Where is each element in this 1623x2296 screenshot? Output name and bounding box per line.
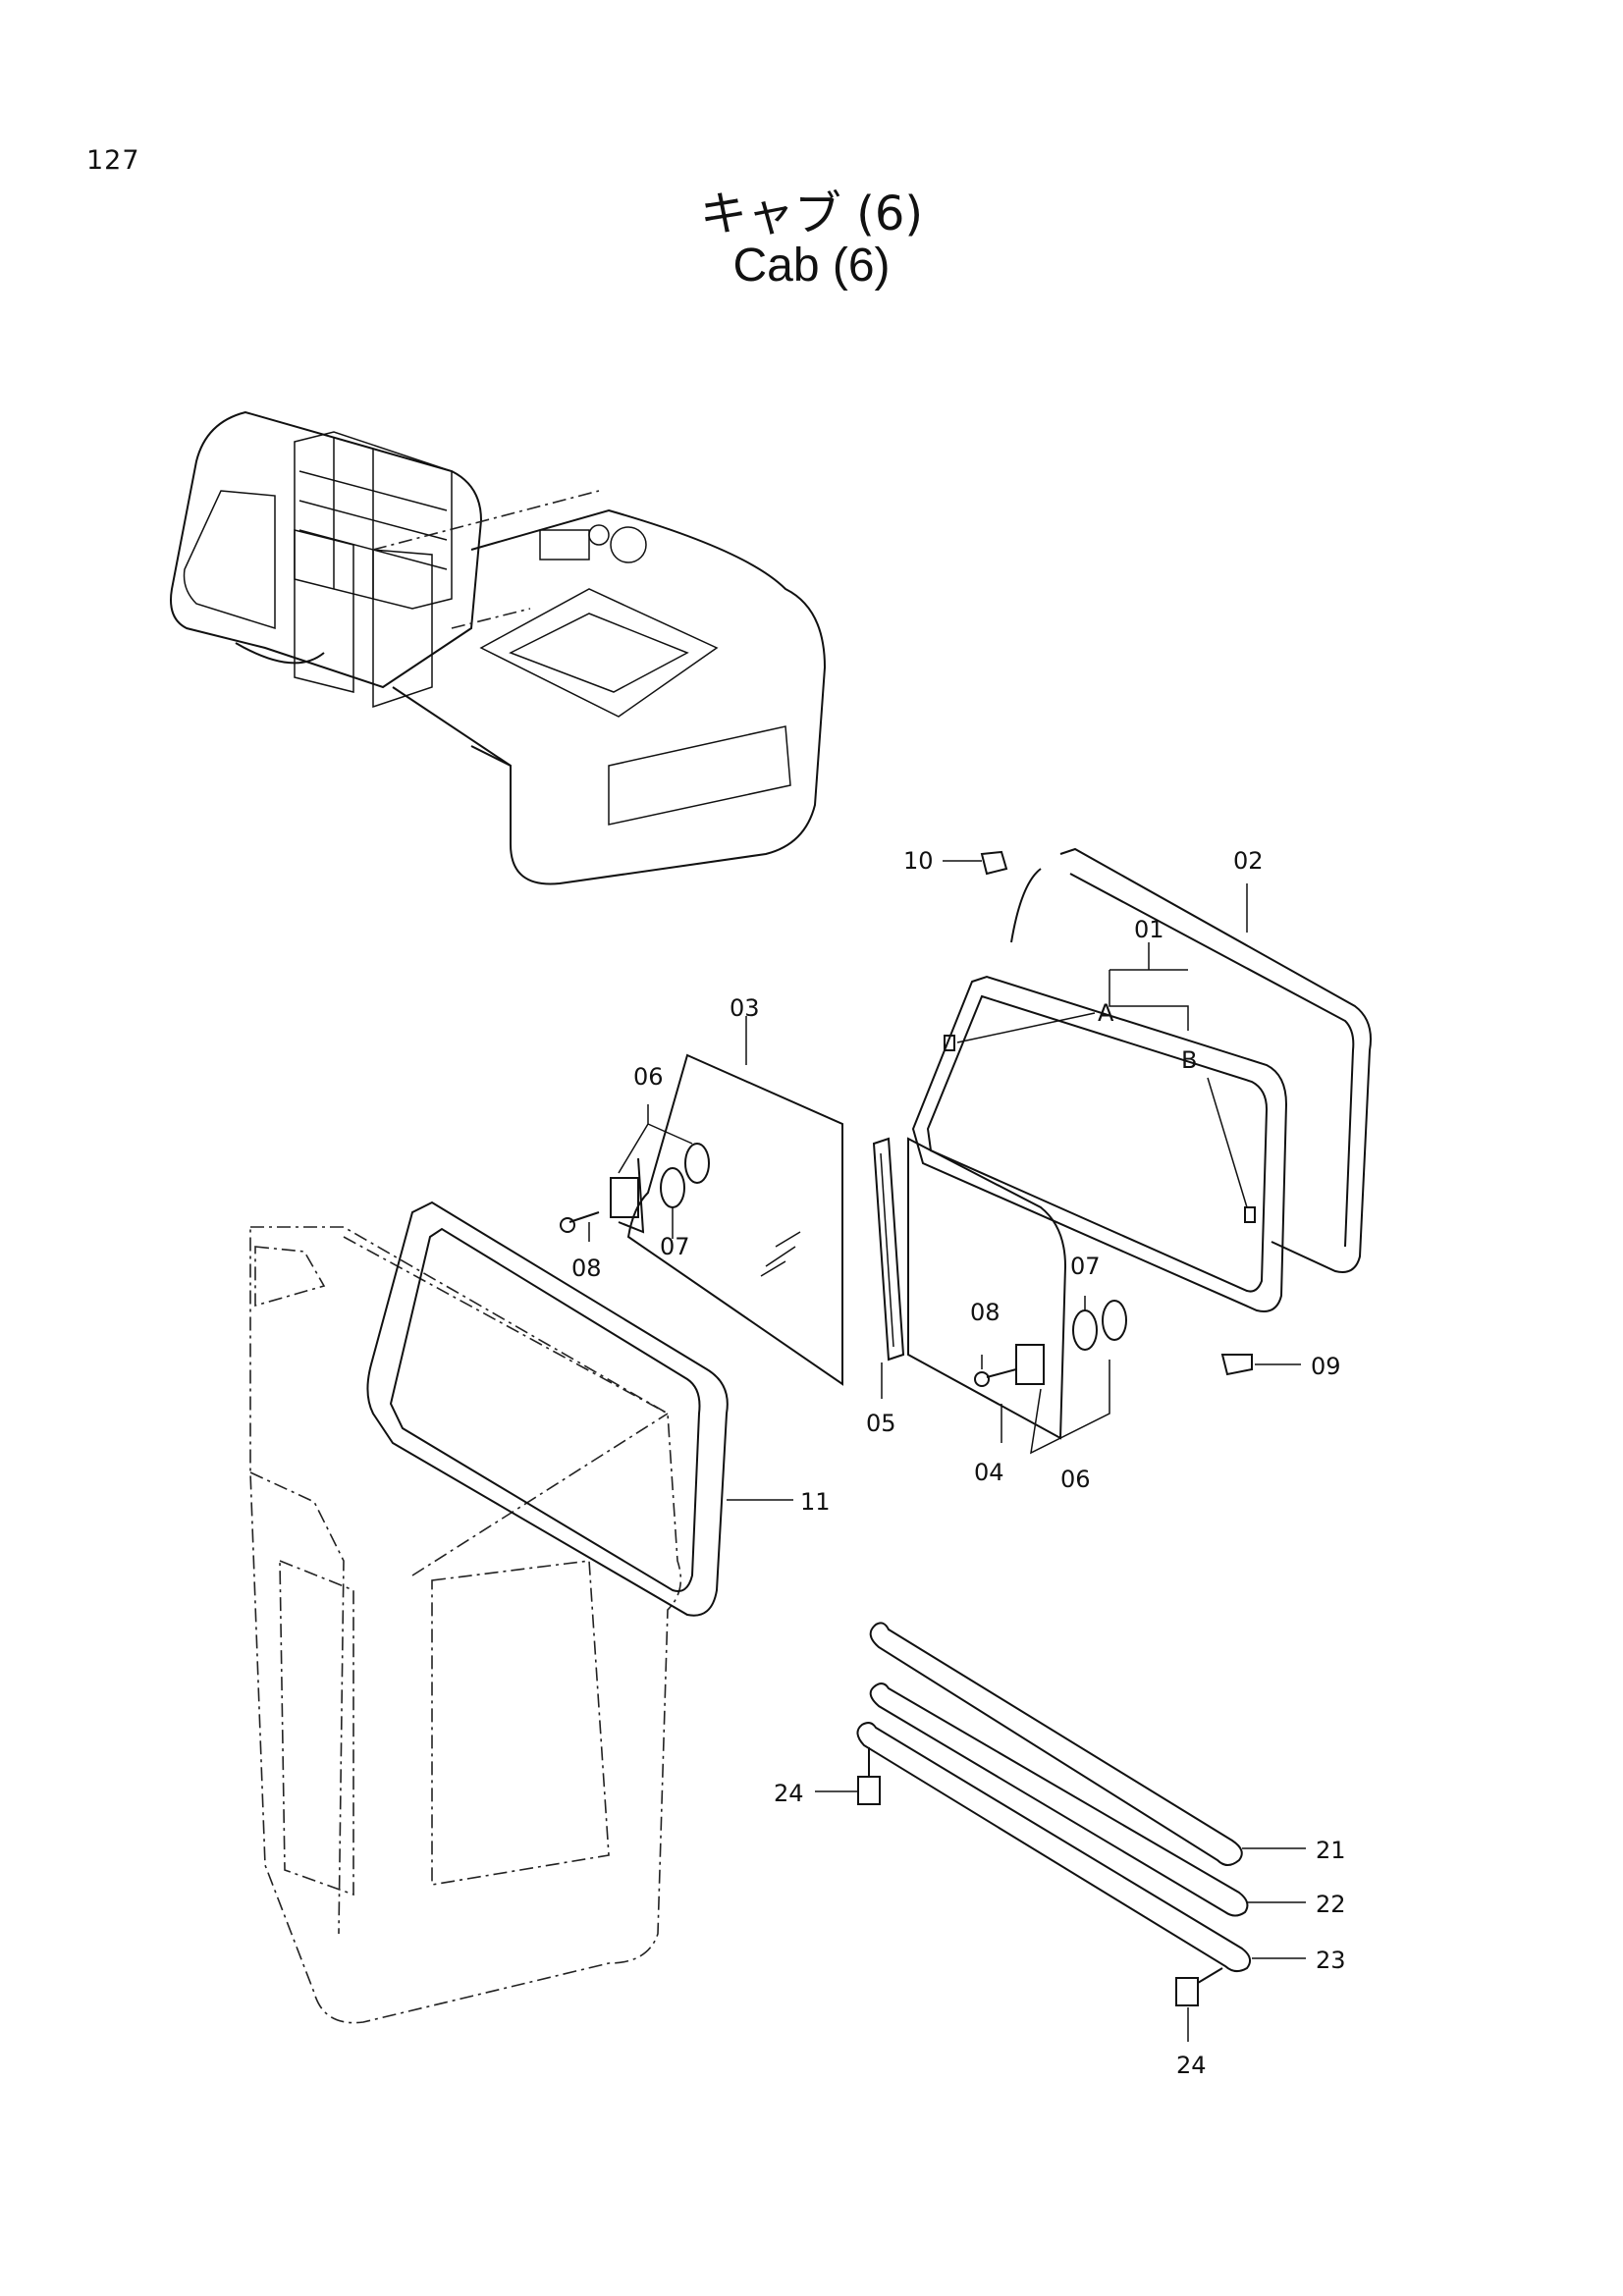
bolt-24-left — [815, 1747, 881, 1805]
bolt-24-right — [1175, 1967, 1223, 2042]
callout-03: 03 — [730, 994, 760, 1022]
callout-01: 01 — [1134, 916, 1164, 943]
callout-05: 05 — [866, 1410, 896, 1437]
part-11-window-seal — [366, 1201, 793, 1617]
cab-ghost-outline — [249, 1226, 682, 2024]
title-japanese: キャブ (6) — [699, 187, 924, 241]
callout-24-right: 24 — [1176, 2052, 1207, 2079]
callout-06-right: 06 — [1060, 1466, 1091, 1493]
callout-08-left: 08 — [571, 1255, 602, 1282]
callout-04: 04 — [974, 1459, 1004, 1486]
part-05-rail — [872, 1137, 905, 1399]
callout-21: 21 — [1316, 1837, 1346, 1864]
bars-21-22-23 — [856, 1622, 1306, 1972]
callout-08-right: 08 — [970, 1299, 1001, 1326]
part-04-sliding-glass — [907, 1137, 1067, 1443]
callout-24-left: 24 — [774, 1780, 804, 1807]
latch-assembly-left — [560, 1104, 710, 1242]
callout-10: 10 — [903, 847, 934, 875]
callout-09: 09 — [1311, 1353, 1341, 1380]
part-01-window-frame — [911, 942, 1288, 1312]
part-09-pad — [1220, 1354, 1301, 1376]
callout-06-left: 06 — [633, 1063, 664, 1091]
callout-A: A — [1098, 999, 1114, 1027]
callout-22: 22 — [1316, 1891, 1346, 1918]
callout-07-left: 07 — [660, 1233, 690, 1260]
excavator-upper-structure — [170, 410, 827, 885]
callout-02: 02 — [1233, 847, 1264, 875]
part-10-pad — [943, 850, 1008, 876]
callout-23: 23 — [1316, 1947, 1346, 1974]
callout-B: B — [1181, 1046, 1197, 1074]
part-02-outer-frame — [1010, 847, 1372, 1273]
callout-11: 11 — [800, 1488, 831, 1516]
latch-assembly-right — [974, 1296, 1127, 1455]
callout-07-right: 07 — [1070, 1253, 1101, 1280]
title-english: Cab (6) — [732, 240, 891, 292]
page-number: 127 — [86, 145, 140, 176]
